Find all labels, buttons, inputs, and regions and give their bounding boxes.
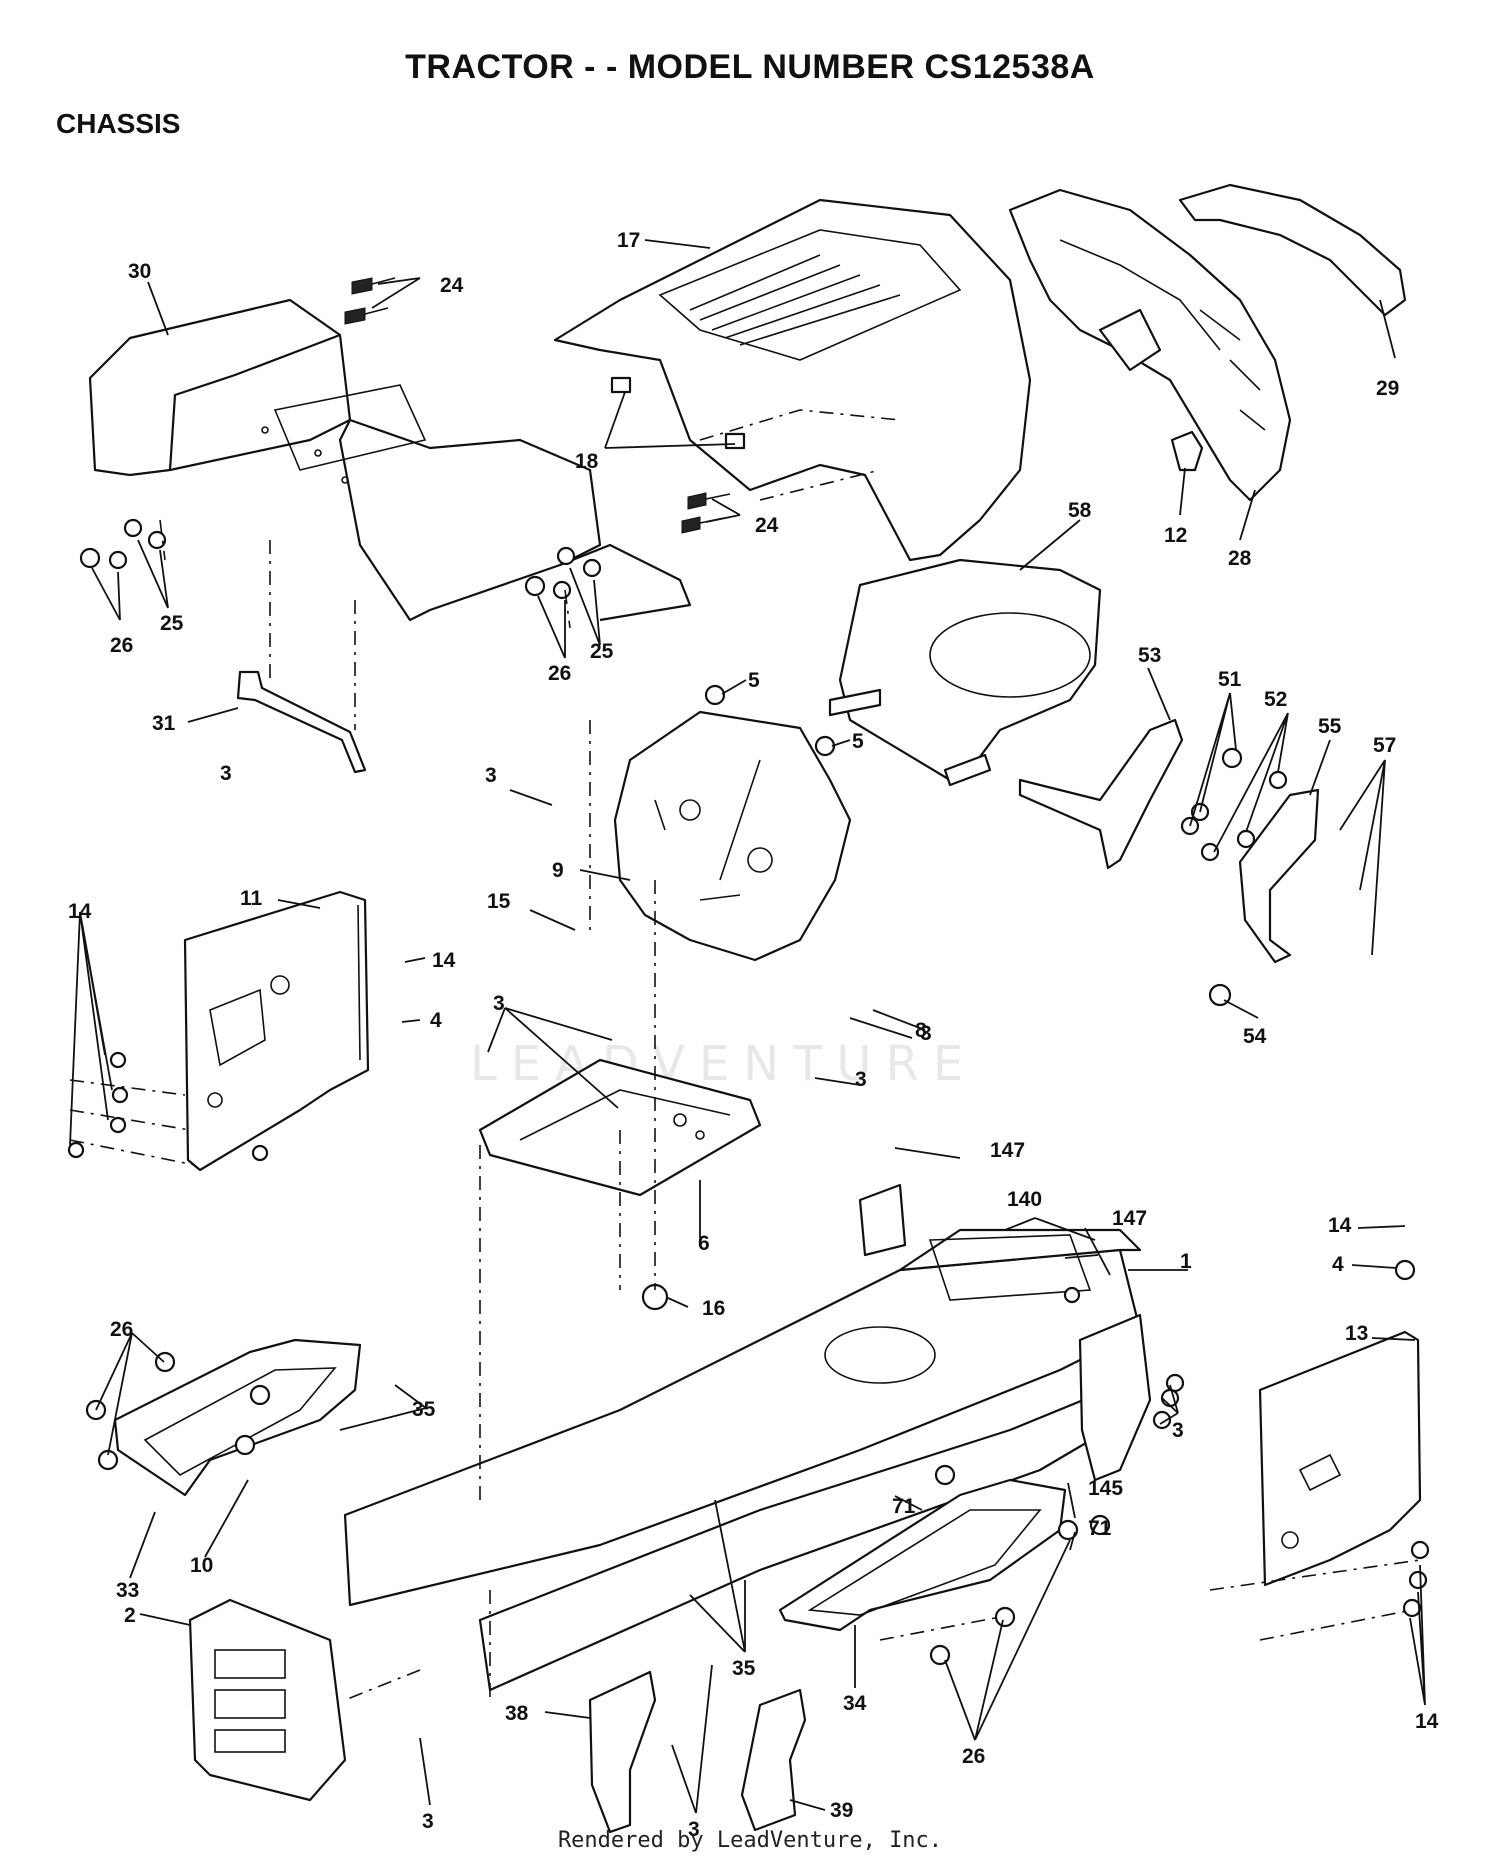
callout-147-b: 147 xyxy=(1112,1207,1147,1230)
callout-24-upper: 24 xyxy=(440,274,464,297)
callout-31: 31 xyxy=(152,712,176,735)
callout-71-a: 71 xyxy=(892,1495,916,1518)
callout-54: 54 xyxy=(1243,1025,1267,1048)
main-frame xyxy=(343,1183,1142,1692)
grille-housing xyxy=(1008,188,1292,502)
callout-26-mid: 26 xyxy=(548,662,571,685)
hood xyxy=(553,198,1032,562)
front-bumper-trim xyxy=(1178,183,1407,317)
callout-35-lower: 35 xyxy=(732,1657,756,1680)
callout-3-b: 3 xyxy=(485,764,497,787)
front-axle-plate xyxy=(188,1598,347,1802)
callout-38: 38 xyxy=(505,1702,529,1725)
callout-18: 18 xyxy=(575,450,599,473)
callout-26-left: 26 xyxy=(110,634,133,657)
callout-5-lower: 5 xyxy=(852,730,864,753)
callout-35-left: 35 xyxy=(412,1398,436,1421)
callout-11: 11 xyxy=(240,887,263,910)
left-side-panel xyxy=(183,890,370,1172)
callout-17: 17 xyxy=(617,229,640,252)
callout-33: 33 xyxy=(116,1579,139,1602)
callout-3-d: 3 xyxy=(855,1068,867,1091)
callout-14-right-bottom: 14 xyxy=(1415,1710,1439,1733)
callout-9: 9 xyxy=(552,859,564,882)
callout-28: 28 xyxy=(1228,547,1252,570)
callout-4: 4 xyxy=(430,1009,442,1032)
callout-3-a: 3 xyxy=(220,762,232,785)
callout-3-f: 3 xyxy=(1172,1419,1184,1442)
callout-4-right: 4 xyxy=(1332,1253,1344,1276)
callout-51: 51 xyxy=(1218,668,1242,691)
callout-26-footrest: 26 xyxy=(110,1318,133,1341)
left-footrest xyxy=(113,1338,362,1497)
footer-credit: Rendered by LeadVenture, Inc. xyxy=(557,1828,943,1853)
fender-bracket xyxy=(236,670,367,774)
callout-145: 145 xyxy=(1088,1477,1123,1500)
callout-6: 6 xyxy=(698,1232,710,1255)
lower-bracket-38 xyxy=(588,1670,657,1834)
callout-29: 29 xyxy=(1376,377,1399,400)
callout-15: 15 xyxy=(487,890,511,913)
page-title: TRACTOR - - MODEL NUMBER CS12538A xyxy=(405,48,1095,86)
callout-147-a: 147 xyxy=(990,1139,1025,1162)
right-footrest xyxy=(778,1478,1067,1632)
callout-30: 30 xyxy=(128,260,151,283)
callout-13: 13 xyxy=(1345,1322,1368,1345)
callout-52: 52 xyxy=(1264,688,1287,711)
callout-3-h: 3 xyxy=(422,1810,434,1833)
callout-8: 8 xyxy=(915,1019,927,1042)
alignment-lines xyxy=(69,519,1421,1701)
callout-55: 55 xyxy=(1318,715,1342,738)
callout-71-b: 71 xyxy=(1088,1517,1112,1540)
callout-1: 1 xyxy=(1180,1250,1192,1273)
callout-14-right-top: 14 xyxy=(1328,1214,1352,1237)
callout-39: 39 xyxy=(830,1799,853,1822)
callout-34: 34 xyxy=(843,1692,867,1715)
callout-3-c: 3 xyxy=(920,1022,932,1045)
callout-3-g: 3 xyxy=(688,1818,700,1841)
callout-12: 12 xyxy=(1164,524,1187,547)
callout-26-right: 26 xyxy=(962,1745,985,1768)
callout-3-e: 3 xyxy=(493,992,505,1015)
callout-53: 53 xyxy=(1138,644,1161,667)
callout-140: 140 xyxy=(1007,1188,1042,1211)
callout-25-mid: 25 xyxy=(590,640,614,663)
right-side-panel xyxy=(1258,1330,1422,1587)
callout-14-panel: 14 xyxy=(432,949,456,972)
lower-bracket-39 xyxy=(740,1688,807,1832)
tank-shroud xyxy=(828,558,1102,787)
callout-25-left: 25 xyxy=(160,612,184,635)
hood-latch xyxy=(1170,430,1204,472)
callout-57: 57 xyxy=(1373,734,1396,757)
right-support-bracket xyxy=(1238,788,1320,964)
callout-5-upper: 5 xyxy=(748,669,760,692)
dash-panel xyxy=(613,710,852,962)
leader-lines xyxy=(69,239,1426,1814)
support-plate xyxy=(478,1058,762,1197)
callout-24-lower: 24 xyxy=(755,514,779,537)
right-frame-plate xyxy=(1078,1313,1152,1482)
callout-14-left: 14 xyxy=(68,900,92,923)
section-heading: CHASSIS xyxy=(56,108,181,139)
callout-labels: 30 24 17 29 18 24 12 28 58 26 25 26 25 3… xyxy=(68,229,1439,1841)
watermark: LEADVENTURE xyxy=(470,1036,977,1092)
callout-16: 16 xyxy=(702,1297,725,1320)
callout-10: 10 xyxy=(190,1554,213,1577)
left-support-bracket xyxy=(1018,718,1184,870)
callout-58: 58 xyxy=(1068,499,1092,522)
callout-2: 2 xyxy=(124,1604,136,1627)
